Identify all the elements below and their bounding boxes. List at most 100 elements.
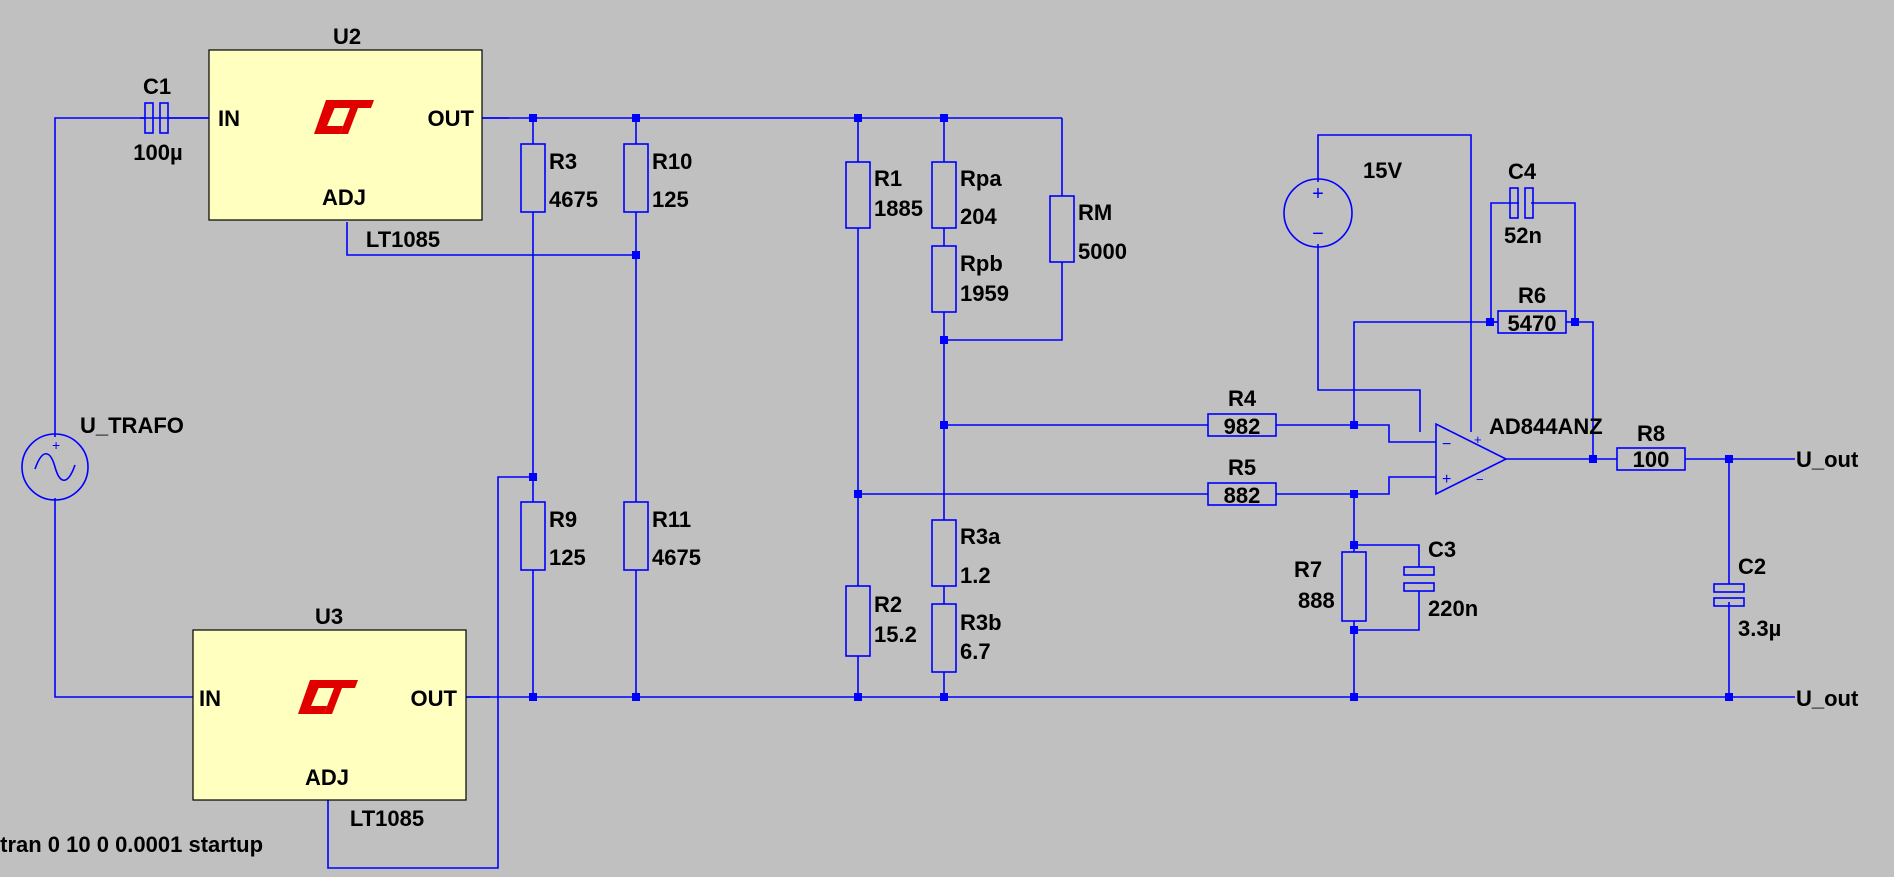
resistor-value: 1885 xyxy=(874,196,923,221)
resistor-value: 982 xyxy=(1224,414,1261,439)
resistor-ref: R7 xyxy=(1294,557,1322,582)
resistor-value: 5000 xyxy=(1078,239,1127,264)
wire-fb-left xyxy=(1353,321,1497,425)
vee-minus-icon: − xyxy=(1476,472,1484,487)
pin-adj-label: ADJ xyxy=(305,765,349,790)
wire-r4-right xyxy=(1276,424,1436,443)
resistor-r9[interactable]: R9 125 xyxy=(520,501,586,571)
regulator-body[interactable] xyxy=(208,49,483,221)
capacitor-c3[interactable]: C3 220n xyxy=(1403,537,1478,621)
resistor-r2[interactable]: R2 15.2 xyxy=(845,585,917,657)
junction xyxy=(632,114,640,122)
capacitor-value: 3.3µ xyxy=(1738,616,1781,641)
junction xyxy=(940,421,948,429)
resistor-rpa[interactable]: Rpa 204 xyxy=(931,161,1002,229)
pin-adj-label: ADJ xyxy=(322,185,366,210)
resistor-body[interactable] xyxy=(931,245,957,313)
resistor-r3a[interactable]: R3a 1.2 xyxy=(931,519,1001,588)
junction xyxy=(940,114,948,122)
resistor-r1[interactable]: R1 1885 xyxy=(845,161,923,229)
junction xyxy=(1350,693,1358,701)
junction xyxy=(854,490,862,498)
resistor-body[interactable] xyxy=(1049,195,1075,263)
junction xyxy=(529,114,537,122)
wire-r5-right xyxy=(1276,476,1436,495)
resistor-rpb[interactable]: Rpb 1959 xyxy=(931,245,1009,313)
resistor-r7[interactable]: R7 888 xyxy=(1294,551,1367,622)
junction xyxy=(1486,318,1494,326)
resistor-ref: Rpb xyxy=(960,251,1003,276)
capacitor-c4[interactable]: C4 52n xyxy=(1504,159,1542,248)
resistor-body[interactable] xyxy=(931,519,957,587)
regulator-ref: U2 xyxy=(333,24,361,49)
resistor-ref: R9 xyxy=(549,507,577,532)
capacitor-plate-left[interactable] xyxy=(1509,187,1519,219)
opamp-ad844anz[interactable]: − + + − AD844ANZ xyxy=(1435,414,1603,496)
resistor-r8[interactable]: R8 100 xyxy=(1616,421,1686,472)
resistor-r10[interactable]: R10 125 xyxy=(623,143,692,213)
resistor-body[interactable] xyxy=(1616,447,1686,471)
resistor-body[interactable] xyxy=(520,143,546,213)
resistor-ref: R11 xyxy=(652,507,691,532)
resistor-body[interactable] xyxy=(623,501,649,571)
capacitor-c2[interactable]: C2 3.3µ xyxy=(1713,554,1781,641)
capacitor-plate-bottom[interactable] xyxy=(1403,582,1435,592)
junctions xyxy=(529,114,1733,701)
wire-u3-adj xyxy=(327,476,533,869)
linear-tech-logo xyxy=(298,680,358,714)
vcc-plus-icon: + xyxy=(1474,432,1482,447)
resistor-r6[interactable]: R6 5470 xyxy=(1497,283,1567,336)
minus-icon: − xyxy=(1312,223,1324,245)
dc-source-symbol[interactable] xyxy=(1283,178,1353,248)
junction xyxy=(529,473,537,481)
resistor-r3[interactable]: R3 4675 xyxy=(520,143,598,213)
capacitor-plate-bottom[interactable] xyxy=(1713,597,1745,607)
resistor-body[interactable] xyxy=(845,585,871,657)
capacitor-ref: C3 xyxy=(1428,537,1456,562)
resistor-value: 6.7 xyxy=(960,639,991,664)
capacitor-plate-top[interactable] xyxy=(1713,583,1745,593)
wire-15v-bottom xyxy=(1317,244,1421,432)
capacitor-plate-top[interactable] xyxy=(1403,566,1435,576)
resistor-body[interactable] xyxy=(931,603,957,673)
resistor-ref: R3b xyxy=(960,610,1002,635)
wire-c4-left xyxy=(1490,202,1519,323)
junction xyxy=(1350,626,1358,634)
regulator-u2[interactable]: U2 IN OUT ADJ LT1085 xyxy=(208,24,509,252)
resistor-value: 15.2 xyxy=(874,622,917,647)
net-label-output-bottom: U_out xyxy=(1796,686,1859,711)
sine-icon xyxy=(34,452,76,482)
resistor-value: 125 xyxy=(549,545,586,570)
resistor-value: 888 xyxy=(1298,588,1335,613)
opamp-symbol[interactable] xyxy=(1435,422,1508,496)
regulator-body[interactable] xyxy=(192,629,467,801)
resistor-body[interactable] xyxy=(1497,310,1567,334)
resistor-rm[interactable]: RM 5000 xyxy=(1049,195,1127,264)
resistor-ref: R5 xyxy=(1228,455,1256,480)
wire-u2-adj xyxy=(346,222,636,256)
resistor-body[interactable] xyxy=(1207,413,1277,437)
resistor-body[interactable] xyxy=(931,161,957,229)
wire-c3-top xyxy=(1354,544,1420,567)
capacitor-plate-right[interactable] xyxy=(1524,187,1534,219)
voltage-source-15v[interactable]: + − 15V xyxy=(1283,158,1402,248)
capacitor-c1[interactable]: C1 100µ xyxy=(133,74,209,165)
resistor-body[interactable] xyxy=(845,161,871,229)
resistor-r3b[interactable]: R3b 6.7 xyxy=(931,603,1002,673)
spice-directive[interactable]: .tran 0 10 0 0.0001 startup xyxy=(0,832,263,857)
wires xyxy=(54,117,1795,869)
resistor-body[interactable] xyxy=(520,501,546,571)
resistor-r5[interactable]: R5 882 xyxy=(1207,455,1277,508)
voltage-source-u-trafo[interactable]: + U_TRAFO xyxy=(21,413,184,501)
resistor-body[interactable] xyxy=(1207,482,1277,506)
ac-source-symbol[interactable] xyxy=(21,433,89,501)
resistor-body[interactable] xyxy=(1341,551,1367,622)
regulator-u3[interactable]: U3 IN OUT ADJ LT1085 xyxy=(192,604,490,831)
resistor-body[interactable] xyxy=(623,143,649,213)
source-value: 15V xyxy=(1363,158,1402,183)
resistor-r11[interactable]: R11 4675 xyxy=(623,501,701,571)
plus-input-icon: + xyxy=(1442,471,1451,488)
resistor-value: 882 xyxy=(1224,483,1261,508)
resistor-ref: R3a xyxy=(960,524,1001,549)
resistor-r4[interactable]: R4 982 xyxy=(1207,386,1277,439)
